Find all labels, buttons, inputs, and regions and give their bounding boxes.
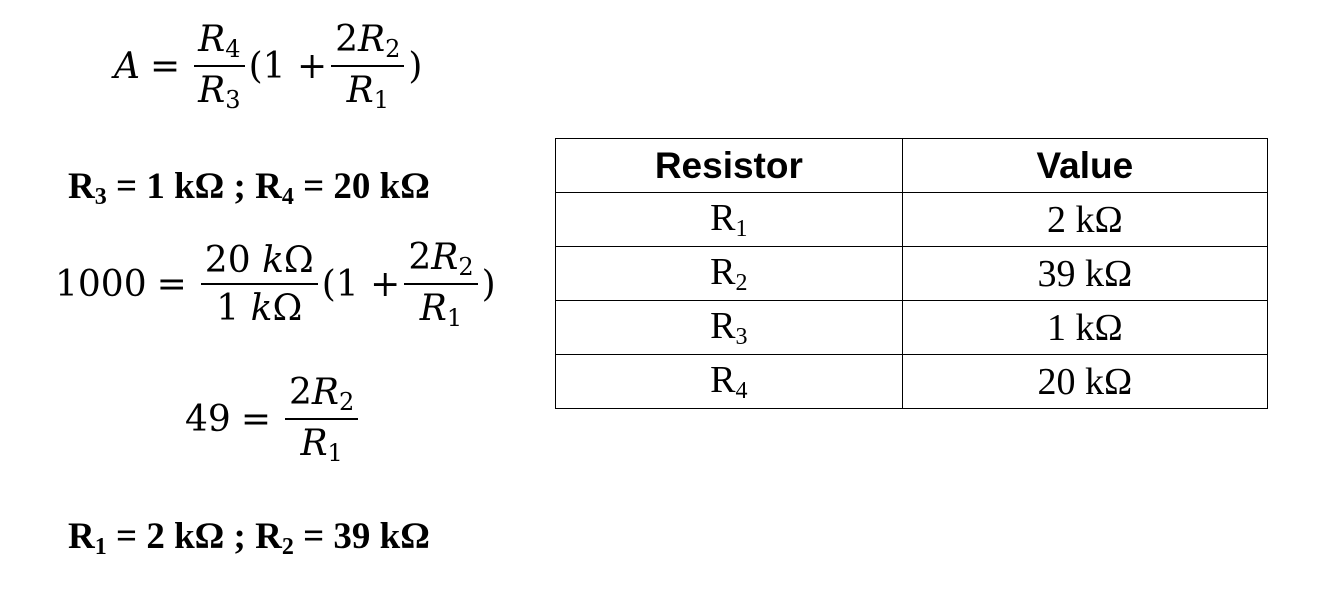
equals-sign: = — [150, 46, 181, 87]
open-paren-term: (1 + — [321, 264, 401, 305]
table-row: R1 2 kΩ — [555, 192, 1269, 247]
resistor-value: 1 kΩ — [901, 300, 1269, 355]
fraction-2r2-over-r1: 2R2 R1 — [284, 375, 359, 465]
close-paren: ) — [408, 46, 423, 87]
resistor-table: Resistor Value R1 2 kΩ R2 39 kΩ R3 1 kΩ … — [555, 138, 1269, 409]
fraction-20k-over-1k: 20 kΩ 1 kΩ — [200, 243, 318, 327]
ratio-equation: 49 = 2R2 R1 — [185, 375, 362, 465]
substituted-equation: 1000 = 20 kΩ 1 kΩ (1 + 2R2 R1 ) — [55, 240, 496, 331]
fraction-r4-over-r3: R4 R3 — [194, 22, 245, 112]
table-row: R4 20 kΩ — [555, 354, 1269, 409]
ratio-value: 49 — [185, 399, 231, 440]
resistor-name: R4 — [555, 354, 903, 409]
table-row: R2 39 kΩ — [555, 246, 1269, 301]
resistor-name: R1 — [555, 192, 903, 247]
fraction-2r2-over-r1: 2R2 R1 — [331, 22, 405, 112]
resistor-name: R3 — [555, 300, 903, 355]
result-values-line: R1 = 2 kΩ ; R2 = 39 kΩ — [68, 516, 430, 560]
resistor-name: R2 — [555, 246, 903, 301]
gain-symbol: A — [114, 46, 140, 87]
gain-equation: A = R4 R3 (1 + 2R2 R1 ) — [114, 22, 423, 113]
open-paren-term: (1 + — [248, 46, 328, 87]
resistor-value: 2 kΩ — [901, 192, 1269, 247]
equals-sign: = — [240, 399, 271, 440]
resistor-value: 39 kΩ — [901, 246, 1269, 301]
equals-sign: = — [156, 264, 187, 305]
fraction-2r2-over-r1: 2R2 R1 — [404, 240, 478, 330]
close-paren: ) — [481, 264, 496, 305]
resistor-value: 20 kΩ — [901, 354, 1269, 409]
table-header-row: Resistor Value — [555, 138, 1269, 193]
table-row: R3 1 kΩ — [555, 300, 1269, 355]
header-value: Value — [901, 138, 1269, 193]
header-resistor: Resistor — [555, 138, 903, 193]
given-values-line: R3 = 1 kΩ ; R4 = 20 kΩ — [68, 166, 430, 210]
gain-value: 1000 — [55, 264, 147, 305]
